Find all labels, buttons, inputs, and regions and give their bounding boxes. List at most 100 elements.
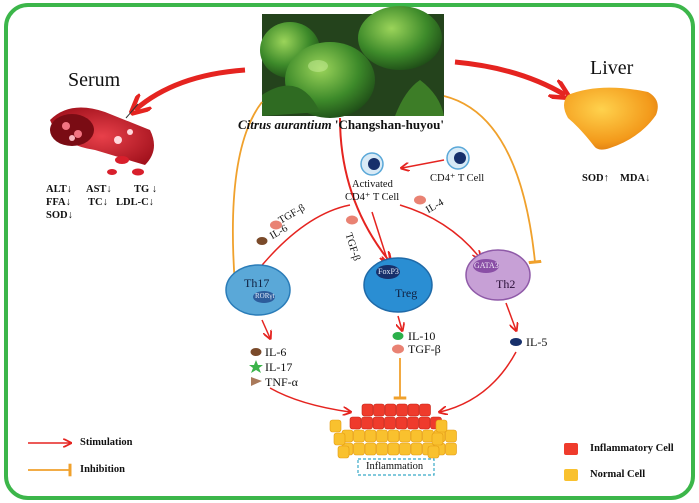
blood-vessel-icon xyxy=(50,103,154,176)
tgfb-icon-output xyxy=(392,344,404,354)
il17-icon xyxy=(249,360,263,373)
activated-label-line2: CD4⁺ T Cell xyxy=(345,192,400,203)
output-tgfb: TGF-β xyxy=(408,342,441,356)
normal-cell xyxy=(364,442,377,456)
inflammatory-cell xyxy=(396,403,408,417)
arrow-th17-outputs xyxy=(261,319,270,338)
normal-cell xyxy=(410,442,423,456)
inflammation-tissue xyxy=(329,403,457,459)
gata3-label: GATA3 xyxy=(474,261,499,270)
normal-cell xyxy=(376,442,388,456)
treg-cell xyxy=(363,257,433,313)
arrow-th2-outputs xyxy=(505,302,516,330)
arrow-th17-inflammation xyxy=(269,387,350,412)
serum-marker-ffa: FFA↓ xyxy=(46,197,71,208)
liver-marker-mda: MDA↓ xyxy=(620,173,651,184)
normal-cell xyxy=(333,432,346,446)
arrow-cd4-activation xyxy=(402,159,445,168)
serum-marker-ast: AST↓ xyxy=(86,184,112,195)
serum-heading: Serum xyxy=(68,69,121,91)
treg-label: Treg xyxy=(395,286,418,300)
normal-cell xyxy=(387,429,400,443)
inhibit-line-th2 xyxy=(443,95,542,265)
th17-label: Th17 xyxy=(244,276,270,290)
arrow-to-liver xyxy=(454,59,565,95)
inflammatory-cell xyxy=(349,416,362,430)
activated-label-line1: Activated xyxy=(352,179,393,190)
il5-icon xyxy=(510,338,522,346)
arrow-treg-outputs xyxy=(398,315,402,330)
inflammatory-cell xyxy=(384,416,396,430)
normal-cell xyxy=(399,429,411,443)
output-tnfa: TNF-α xyxy=(265,375,298,389)
activated-cd4-cell-icon xyxy=(360,152,384,176)
th17-cell xyxy=(225,264,291,316)
foxp3-label: FoxP3 xyxy=(378,267,399,276)
normal-cell xyxy=(435,419,448,433)
inflammatory-cell xyxy=(372,416,385,430)
normal-cell xyxy=(410,429,423,443)
normal-cell xyxy=(431,432,444,446)
th2-cell xyxy=(465,249,531,301)
inflammatory-cell xyxy=(407,416,419,430)
arrow-to-th2 xyxy=(399,204,480,258)
liver-heading: Liver xyxy=(590,57,634,79)
serum-marker-sod: SOD↓ xyxy=(46,210,73,221)
normal-cell xyxy=(329,419,342,433)
inflammation-label: Inflammation xyxy=(366,461,424,472)
inflammatory-cell xyxy=(418,416,431,430)
normal-cell xyxy=(427,445,440,459)
tnfa-icon xyxy=(251,377,262,386)
inflammatory-cell xyxy=(373,403,385,417)
arrow-th2-inflammation xyxy=(440,351,517,412)
inflammation-box xyxy=(357,458,435,476)
normal-cell xyxy=(337,445,350,459)
inflammatory-cell xyxy=(361,403,374,417)
serum-marker-alt: ALT↓ xyxy=(46,184,72,195)
legend-stimulation-label: Stimulation xyxy=(80,437,133,448)
tgfb-blob-left xyxy=(270,220,282,230)
rorgt-label: RORγt xyxy=(255,292,275,300)
inflammatory-cell xyxy=(395,416,408,430)
il6-icon xyxy=(250,348,262,356)
species-name: Citrus aurantium xyxy=(238,117,332,132)
il10-icon xyxy=(392,332,404,340)
liver-marker-sod: SOD↑ xyxy=(582,173,609,184)
normal-cell xyxy=(376,429,388,443)
stim-line-treg-direct xyxy=(339,117,390,262)
inflammatory-cell xyxy=(419,403,431,417)
cd4-t-cell-icon xyxy=(446,146,470,170)
legend-inflammatory-cell-swatch xyxy=(564,443,578,455)
normal-cell xyxy=(399,442,411,456)
cd4-cell-label: CD4⁺ T Cell xyxy=(430,173,485,184)
inflammatory-cell xyxy=(361,416,373,430)
th2-label: Th2 xyxy=(496,277,516,291)
normal-cell xyxy=(445,429,457,443)
legend-normal-label: Normal Cell xyxy=(590,469,646,480)
output-il6: IL-6 xyxy=(265,345,287,359)
normal-cell xyxy=(364,429,377,443)
inflammatory-cell xyxy=(384,403,397,417)
output-il17: IL-17 xyxy=(265,360,293,374)
serum-marker-tc: TC↓ xyxy=(88,197,108,208)
tgfb-blob-center xyxy=(346,215,358,225)
arrow-to-treg xyxy=(371,211,388,262)
legend-inflammatory-label: Inflammatory Cell xyxy=(590,443,674,454)
output-il10: IL-10 xyxy=(408,329,436,343)
frame-border xyxy=(4,3,695,500)
normal-cell xyxy=(353,429,365,443)
normal-cell xyxy=(445,442,457,456)
inhibit-line-th17 xyxy=(228,101,263,287)
il6-blob-left xyxy=(256,237,268,245)
liver-icon xyxy=(564,87,658,150)
serum-marker-tg: TG ↓ xyxy=(134,184,158,195)
inflammatory-cell xyxy=(407,403,420,417)
title-caption: Citrus aurantium 'Changshan-huyou' xyxy=(238,118,444,131)
variety-name: 'Changshan-huyou' xyxy=(334,117,444,132)
serum-marker-ldlc: LDL-C↓ xyxy=(116,197,154,208)
arrow-to-serum xyxy=(135,67,246,110)
normal-cell xyxy=(387,442,400,456)
output-il5: IL-5 xyxy=(526,335,548,349)
legend-inhibition-label: Inhibition xyxy=(80,464,125,475)
